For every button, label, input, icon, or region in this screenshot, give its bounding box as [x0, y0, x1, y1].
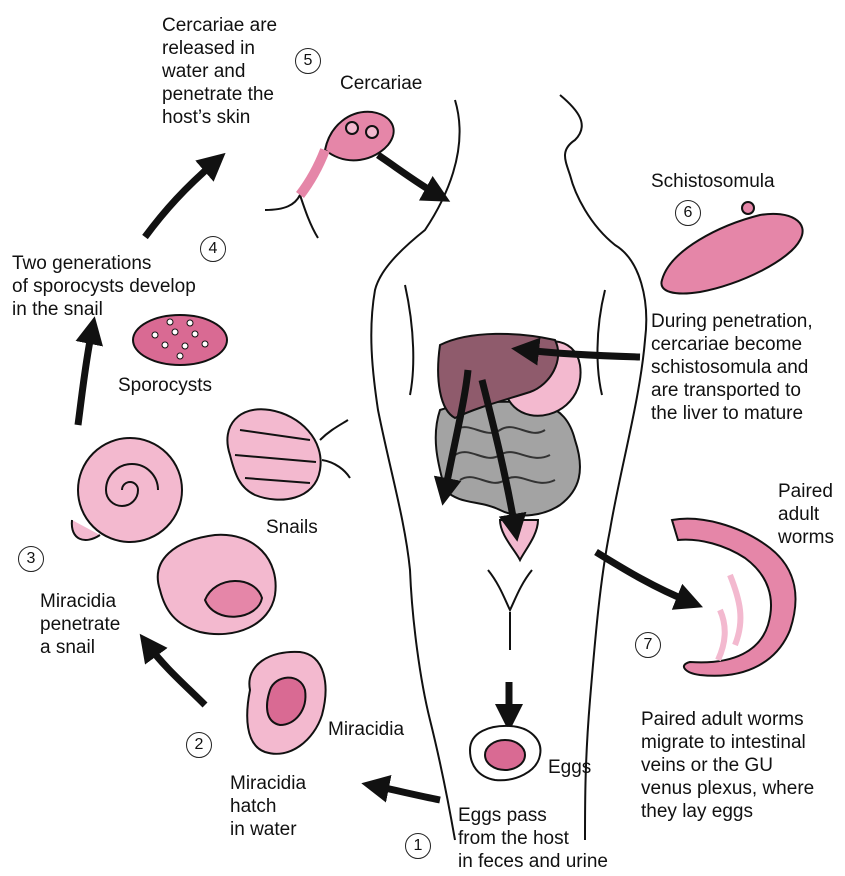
- egg-icon: [470, 726, 540, 780]
- step-1-text: Eggs pass from the host in feces and uri…: [458, 804, 608, 873]
- label-miracidia: Miracidia: [328, 718, 404, 741]
- step-4-text: Two generations of sporocysts develop in…: [12, 252, 196, 321]
- label-schistosomula: Schistosomula: [651, 170, 775, 193]
- label-eggs: Eggs: [548, 756, 591, 779]
- label-paired-adult-worms: Paired adult worms: [778, 480, 834, 549]
- step-number-7: 7: [635, 632, 661, 658]
- sporocyst-icon: [133, 315, 227, 365]
- miracidium-icon: [247, 652, 325, 754]
- step-7-text: Paired adult worms migrate to intestinal…: [641, 708, 814, 823]
- step-number-2: 2: [186, 732, 212, 758]
- step-6-text: During penetration, cercariae become sch…: [651, 310, 813, 425]
- step-2-text: Miracidia hatch in water: [230, 772, 306, 841]
- step-number-6: 6: [675, 200, 701, 226]
- step-number-1: 1: [405, 833, 431, 859]
- cercaria-icon: [265, 112, 394, 238]
- step-number-5: 5: [295, 48, 321, 74]
- label-snails: Snails: [266, 516, 318, 539]
- label-cercariae: Cercariae: [340, 72, 422, 95]
- step-5-text: Cercariae are released in water and pene…: [162, 14, 277, 129]
- step-3-text: Miracidia penetrate a snail: [40, 590, 120, 659]
- paired-worms-icon: [672, 519, 795, 676]
- step-number-4: 4: [200, 236, 226, 262]
- step-number-3: 3: [18, 546, 44, 572]
- label-sporocysts: Sporocysts: [118, 374, 212, 397]
